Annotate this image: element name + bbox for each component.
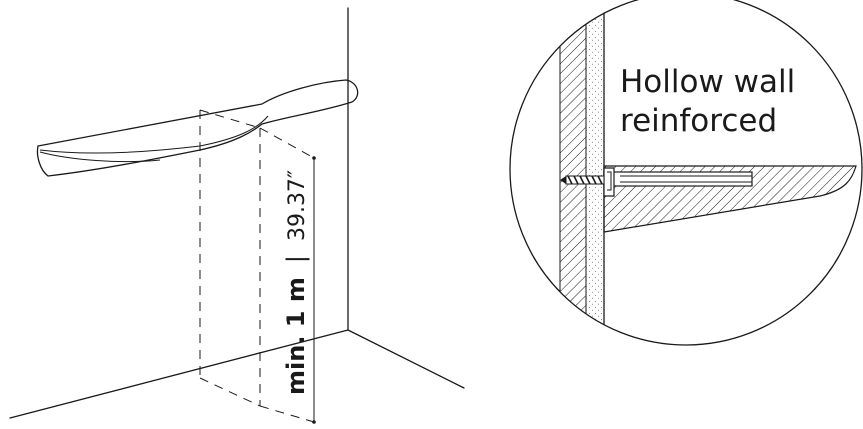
shelf-front-face [39,151,161,163]
dimension-separator: | [282,255,310,263]
dimension-label: min. 1 m | 39.37″ [282,170,310,395]
dimension-metric: min. 1 m [282,277,310,395]
detail-title-line1: Hollow wall [620,64,795,100]
detail-title-line2: reinforced [620,103,777,139]
floor-left-edge [9,329,349,419]
section-detail: Hollow wall reinforced [509,0,863,346]
dimension-bottom-tick [312,420,316,424]
floor-right-edge [347,329,465,389]
shelf-body [36,79,359,177]
wall-board-outer [560,0,586,345]
dimension-imperial: 39.37″ [285,170,310,241]
shelf [36,79,359,177]
height-dimension: min. 1 m | 39.37″ [282,156,316,424]
screw-icon [560,175,605,185]
bracket-rod [603,171,753,187]
room-corner [9,7,465,419]
wall-reinforcement [586,0,604,345]
shelf-edge-line [39,115,269,154]
dimension-top-tick [312,156,316,160]
detail-circle [509,0,863,346]
projection-lines [199,109,315,423]
